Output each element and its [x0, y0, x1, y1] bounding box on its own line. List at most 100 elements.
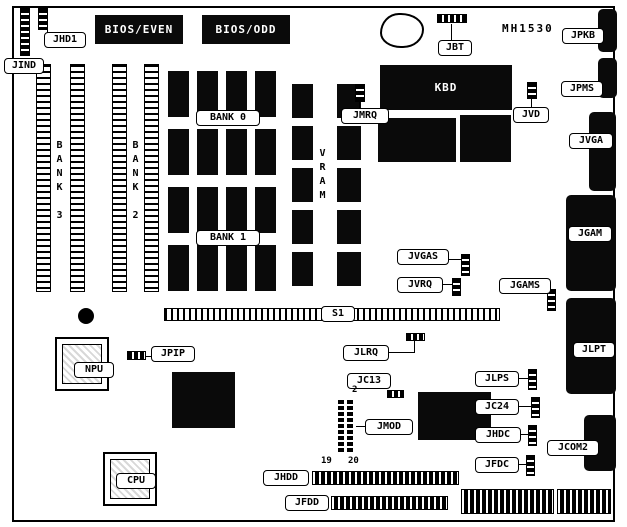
jlrq-label: JLRQ	[343, 345, 389, 361]
jmod-pin19-number: 19	[321, 456, 332, 466]
bottom-connector-block	[557, 489, 611, 514]
jvd-connector-icon	[527, 82, 537, 99]
npu-label: NPU	[74, 362, 114, 378]
mounting-hole	[78, 308, 94, 324]
simm-socket	[144, 64, 159, 292]
jhdd-pin-header	[312, 471, 459, 485]
ic-chip	[378, 118, 456, 162]
jc24-label: JC24	[475, 399, 519, 415]
ic-chip	[197, 71, 218, 117]
jmrq-label: JMRQ	[341, 108, 389, 124]
jlps-label: JLPS	[475, 371, 519, 387]
game-port	[566, 195, 616, 291]
ic-chip	[460, 115, 511, 162]
ic-chip	[255, 245, 276, 291]
jmod-leader-line	[356, 426, 366, 427]
jc13-connector-icon	[387, 390, 404, 398]
ic-chip	[255, 71, 276, 117]
jmod-pin20-number: 20	[348, 456, 359, 466]
simm-socket	[36, 64, 51, 292]
jmod-pin2-number: 2	[352, 385, 358, 395]
vram-chip	[337, 252, 361, 286]
jvgas-connector-icon	[461, 254, 470, 276]
jbt-leader-line	[451, 24, 452, 40]
bios-odd-chip: BIOS/ODD	[202, 15, 290, 44]
jhdd-label: JHDD	[263, 470, 309, 486]
jhdc-connector-icon	[528, 425, 537, 446]
jlrq-connector-icon	[406, 333, 425, 341]
jpms-label: JPMS	[561, 81, 603, 97]
ic-chip	[197, 187, 218, 233]
simm-socket	[112, 64, 127, 292]
cpu-label: CPU	[116, 473, 156, 489]
bank0-label: BANK 0	[196, 110, 260, 126]
jvrq-connector-icon	[452, 278, 461, 296]
jpip-label: JPIP	[151, 346, 195, 362]
simm-socket	[70, 64, 85, 292]
vram-chip	[337, 126, 361, 160]
jmod-label: JMOD	[365, 419, 413, 435]
ic-chip	[255, 187, 276, 233]
jpkb-label: JPKB	[562, 28, 604, 44]
jhdc-label: JHDC	[475, 427, 521, 443]
jlrq-leader-line-h	[389, 352, 415, 353]
jc24-leader-line	[518, 406, 532, 407]
jhdc-leader-line	[520, 434, 529, 435]
ic-chip	[172, 372, 235, 428]
vram-chip	[292, 252, 313, 286]
jvd-leader-line	[531, 98, 532, 108]
jind-label: JIND	[4, 58, 44, 74]
jlrq-leader-line-v	[414, 340, 415, 353]
vram-chip	[337, 168, 361, 202]
bank1-label: BANK 1	[196, 230, 260, 246]
jgam-label: JGAM	[568, 226, 612, 242]
jvgas-leader-line	[448, 259, 462, 260]
jc24-connector-icon	[531, 397, 540, 418]
jc13-label: JC13	[347, 373, 391, 389]
ic-chip	[226, 71, 247, 117]
jpip-connector-icon	[127, 351, 146, 360]
jvrq-label: JVRQ	[397, 277, 443, 293]
jbt-connector-icon	[437, 14, 467, 23]
board-outline	[12, 6, 615, 522]
vram-chip	[292, 84, 313, 118]
component-outline-blob	[380, 13, 424, 48]
ic-chip	[255, 129, 276, 175]
jpip-leader-line	[145, 356, 152, 357]
vram-chip	[292, 210, 313, 244]
ic-chip	[197, 129, 218, 175]
jlpt-label: JLPT	[573, 342, 615, 358]
ic-chip	[168, 71, 189, 117]
vram-chip	[337, 210, 361, 244]
ic-chip	[226, 129, 247, 175]
jhd1-connector-icon	[38, 8, 48, 30]
jvrq-leader-line	[442, 284, 453, 285]
ic-chip	[168, 187, 189, 233]
ic-chip	[226, 187, 247, 233]
jbt-label: JBT	[438, 40, 472, 56]
jind-connector-icon	[20, 8, 30, 56]
bank3-label: BANK 3	[53, 136, 66, 228]
ic-chip	[226, 245, 247, 291]
jfdc-leader-line	[518, 464, 527, 465]
vram-chip	[292, 126, 313, 160]
board-model-text: MH1530	[502, 22, 554, 35]
ic-chip	[168, 245, 189, 291]
jfdc-connector-icon	[526, 455, 535, 476]
vram-label: VRAM	[314, 140, 329, 212]
bottom-connector-block	[461, 489, 554, 514]
ic-chip	[168, 129, 189, 175]
s1-label: S1	[321, 306, 355, 322]
bank2-label: BANK 2	[129, 136, 142, 228]
ic-chip	[197, 245, 218, 291]
vga-port	[589, 112, 616, 191]
jfdd-pin-header	[331, 496, 448, 510]
jvgas-label: JVGAS	[397, 249, 449, 265]
jmrq-leader-line	[359, 101, 360, 109]
jhd1-label: JHD1	[44, 32, 86, 48]
jlps-leader-line	[518, 378, 529, 379]
jhd1-leader-line	[47, 28, 48, 33]
jmod-pin-header	[338, 398, 355, 454]
kbd-controller-chip: KBD	[380, 65, 512, 110]
